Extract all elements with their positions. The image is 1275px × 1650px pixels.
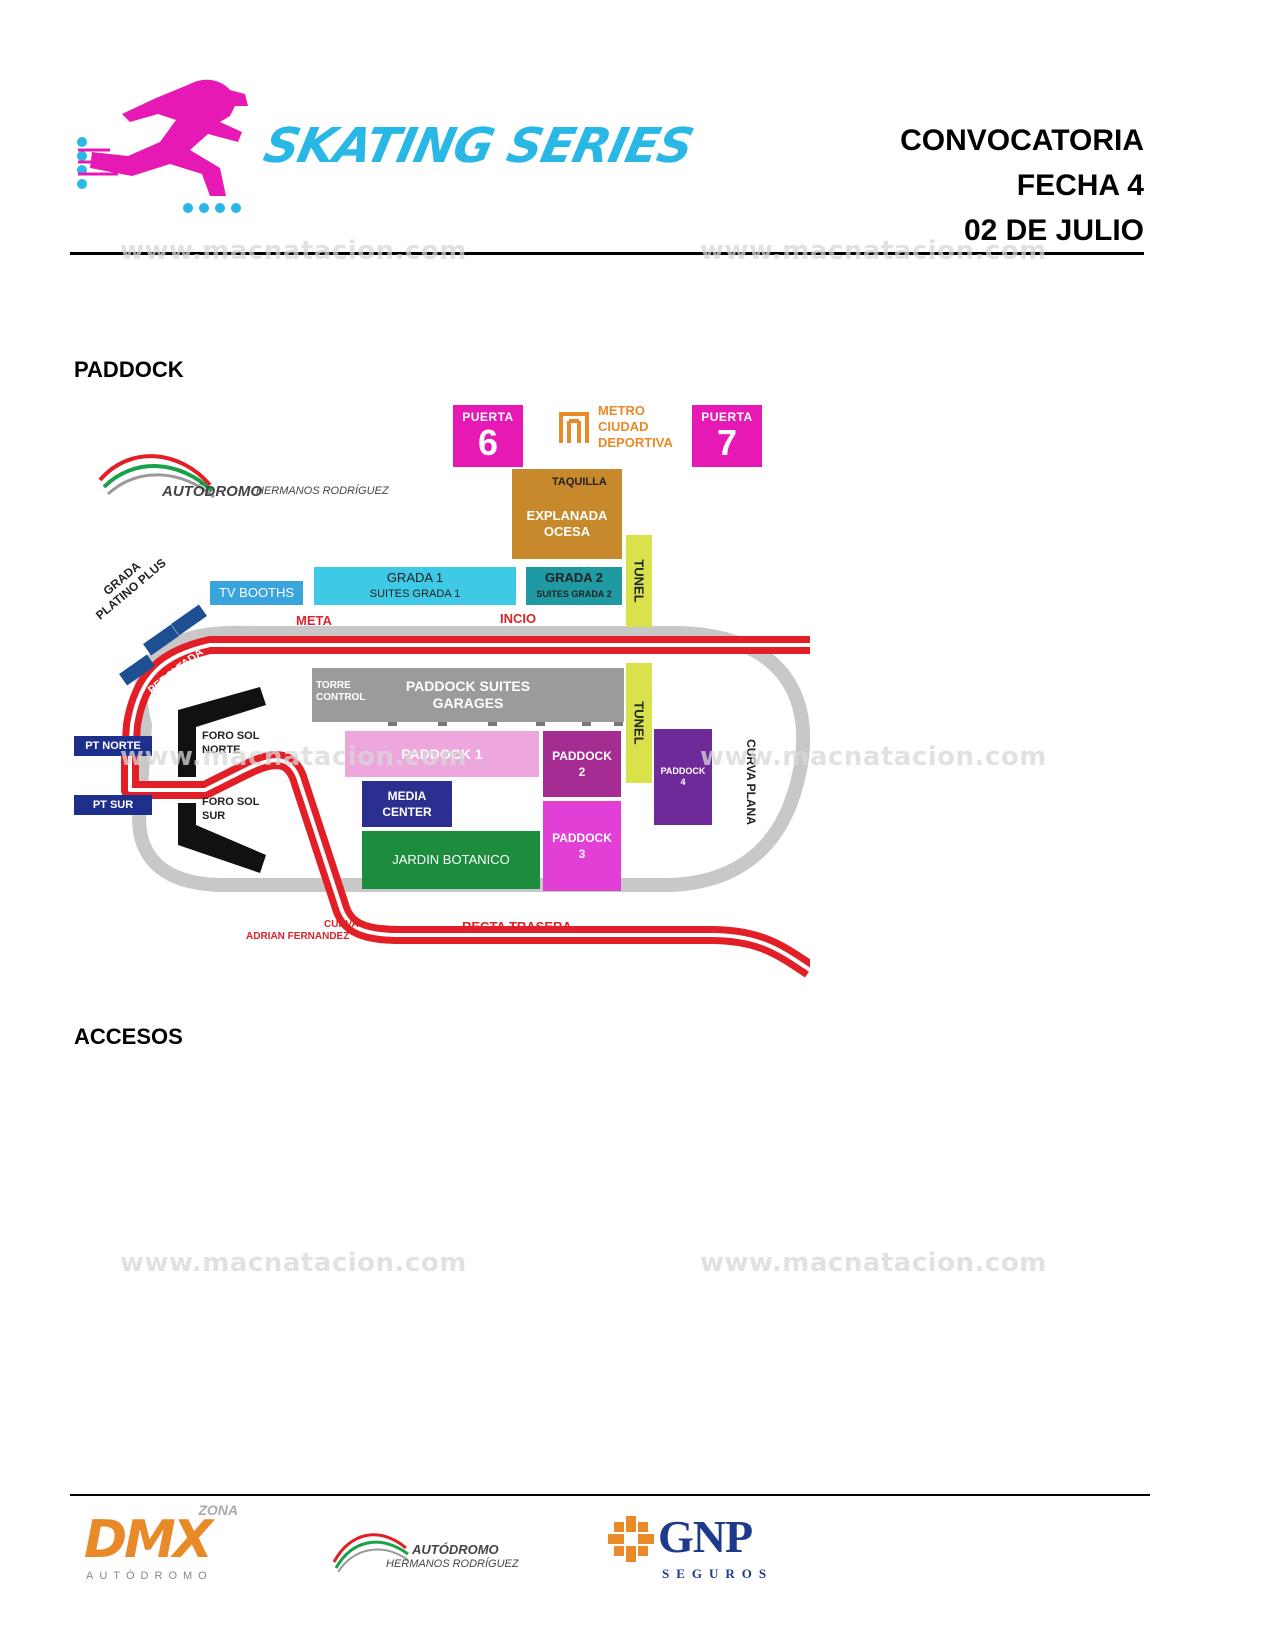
paddock3-word: PADDOCK [552, 831, 612, 845]
paddock4-word: PADDOCK [660, 766, 706, 776]
inicio-label: INCIO [500, 611, 537, 626]
paddock-suites-garages: TORRE CONTROL PADDOCK SUITES GARAGES [312, 668, 624, 722]
paddock-suites-label: PADDOCK SUITES GARAGES [406, 678, 530, 712]
ocesa-label: OCESA [543, 524, 591, 539]
event-fecha: FECHA 4 [1016, 169, 1144, 202]
curva-label: CURVA [324, 919, 359, 930]
paddock-3: PADDOCK 3 [543, 801, 621, 891]
grada-1: GRADA 1 SUITES GRADA 1 [314, 567, 516, 605]
tunel-label: TUNEL [632, 559, 647, 603]
metro-line3: DEPORTIVA [598, 435, 673, 450]
media-line: MEDIA [387, 789, 427, 803]
paddock-2: PADDOCK 2 [543, 731, 621, 797]
explanada-label: EXPLANADA [526, 508, 608, 523]
puerta-number: 7 [716, 422, 738, 463]
section-accesos-heading: ACCESOS [74, 1024, 183, 1049]
track-layout [98, 454, 810, 978]
center-line: CENTER [382, 805, 432, 819]
puerta-label: PUERTA [701, 410, 753, 424]
hermanos-footer-word: HERMANOS RODRÍGUEZ [386, 1558, 519, 1570]
brand-name: SKATING SERIES [259, 118, 698, 174]
sur-line: SUR [202, 810, 226, 822]
autodromo-footer-word: AUTÓDROMO [412, 1542, 499, 1557]
paddock2-number: 2 [578, 765, 586, 779]
tunel-upper: TUNEL [626, 535, 652, 627]
paddock-suites-line: PADDOCK SUITES [405, 678, 531, 694]
meta-label: META [296, 613, 332, 628]
control-line: CONTROL [316, 692, 366, 703]
footer-divider [70, 1494, 1150, 1496]
grada2-label: GRADA 2 [544, 570, 604, 585]
header-divider [70, 252, 1144, 255]
paddock4-number: 4 [680, 777, 686, 787]
suites-grada1-label: SUITES GRADA 1 [369, 588, 461, 600]
norte-line: NORTE [202, 744, 241, 756]
skating-series-logo: SKATING SERIES [70, 72, 698, 222]
jardin-botanico: JARDIN BOTANICO [362, 831, 540, 889]
gnp-flower-icon [608, 1516, 654, 1562]
puerta-7: PUERTA 7 [692, 405, 762, 467]
paddock3-number: 3 [578, 847, 586, 861]
zona-dmx-logo: ZONA DMX AUTÓDROMO [80, 1502, 260, 1588]
taquilla-label: TAQUILLA [552, 476, 607, 488]
watermark: www.macnatacion.com [120, 236, 467, 266]
paddock2-word: PADDOCK [552, 749, 612, 763]
metro-icon [559, 412, 589, 443]
curva-plana-label: CURVA PLANA [743, 739, 758, 825]
puerta-label: PUERTA [462, 410, 514, 424]
adrian-fernandez-label: ADRIAN FERNANDEZ [246, 931, 350, 942]
gnp-label: GNP [658, 1511, 753, 1562]
watermark: www.macnatacion.com [120, 1248, 467, 1278]
foro-sol-line: FORO SOL [202, 796, 260, 808]
torre-line: TORRE [316, 680, 351, 691]
metro-line1: METRO [598, 403, 645, 418]
paddock-1: PADDOCK 1 [345, 731, 539, 777]
event-title: CONVOCATORIA [900, 124, 1144, 157]
pt-norte: PT NORTE [74, 736, 152, 756]
event-info: CONVOCATORIA FECHA 4 02 DE JULIO [744, 118, 1144, 253]
foro-sol-line: FORO SOL [202, 730, 260, 742]
dmx-label: DMX [84, 1510, 213, 1570]
metro-label: METRO CIUDAD DEPORTIVA [598, 403, 673, 451]
suites-grada2-label: SUITES GRADA 2 [536, 589, 612, 599]
garages-line: GARAGES [432, 695, 504, 711]
autodromo-footer-logo: AUTÓDROMO HERMANOS RODRÍGUEZ [330, 1512, 530, 1582]
metro-line2: CIUDAD [598, 419, 649, 434]
tunel-label: TUNEL [632, 701, 647, 745]
grada-2: GRADA 2 SUITES GRADA 2 [526, 567, 622, 605]
foro-sol-norte-label: FORO SOL NORTE [202, 729, 259, 757]
autodromo-swoosh-icon [332, 1533, 409, 1572]
tv-booths: TV BOOTHS [210, 581, 303, 605]
dmx-autodromo-label: AUTÓDROMO [86, 1570, 213, 1582]
tunel-lower: TUNEL [626, 663, 652, 783]
pt-sur: PT SUR [74, 795, 152, 815]
puerta-number: 6 [477, 422, 499, 463]
explanada-ocesa: TAQUILLA EXPLANADA OCESA [512, 469, 622, 559]
gnp-seguros-logo: GNP SEGUROS [606, 1510, 806, 1590]
section-paddock-heading: PADDOCK [74, 357, 184, 382]
torre-control-label: TORRE CONTROL [316, 680, 365, 704]
event-date: 02 DE JULIO [963, 214, 1144, 247]
zona-label: ZONA [198, 1502, 238, 1518]
puerta-6: PUERTA 6 [453, 405, 523, 467]
seguros-label: SEGUROS [662, 1566, 774, 1581]
foro-sol-sur-label: FORO SOL SUR [202, 795, 259, 823]
grada1-label: GRADA 1 [386, 570, 444, 585]
autodromo-logo-text: AUTÓDROMO [162, 483, 262, 500]
paddock-4: PADDOCK 4 [654, 729, 712, 825]
paddock-map: AUTÓDROMO HERMANOS RODRÍGUEZ PUERTA 6 PU… [70, 403, 810, 1000]
watermark: www.macnatacion.com [700, 1248, 1047, 1278]
recta-trasera-label: RECTA TRASERA [462, 919, 572, 934]
autodromo-logo-subtext: HERMANOS RODRÍGUEZ [256, 485, 389, 497]
media-center: MEDIA CENTER [362, 781, 452, 827]
skater-icon [77, 79, 248, 213]
